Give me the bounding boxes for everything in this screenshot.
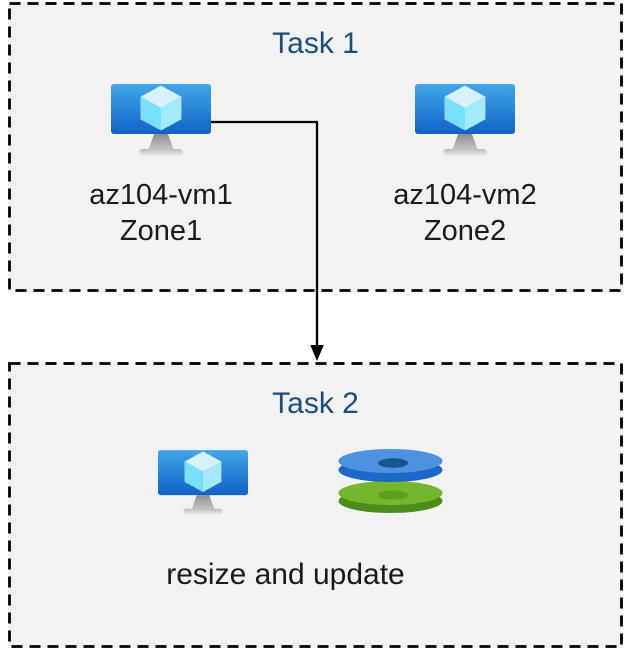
vm2-name-label: az104-vm2 xyxy=(393,179,537,211)
vm1-name-label: az104-vm1 xyxy=(89,179,233,211)
vm-item-az104-vm1: az104-vm1 Zone1 xyxy=(61,84,261,249)
managed-disks-icon xyxy=(338,449,443,513)
vm2-label: az104-vm2 Zone2 xyxy=(365,177,565,249)
task2-title: Task 2 xyxy=(272,387,359,420)
virtual-machine-icon xyxy=(111,84,211,156)
vm1-label: az104-vm1 Zone1 xyxy=(61,177,261,249)
flow-arrow-head xyxy=(310,345,324,361)
task1-title: Task 1 xyxy=(272,27,359,60)
vm-item-az104-vm2: az104-vm2 Zone2 xyxy=(365,84,565,249)
virtual-machine-icon xyxy=(158,450,248,515)
vm2-zone-label: Zone2 xyxy=(423,215,507,247)
task2-box: Task 2 resize and update xyxy=(8,362,623,648)
task1-box: Task 1 xyxy=(8,2,623,292)
vm1-zone-label: Zone1 xyxy=(119,215,203,247)
task2-caption: resize and update xyxy=(166,558,405,591)
virtual-machine-icon xyxy=(415,84,515,156)
